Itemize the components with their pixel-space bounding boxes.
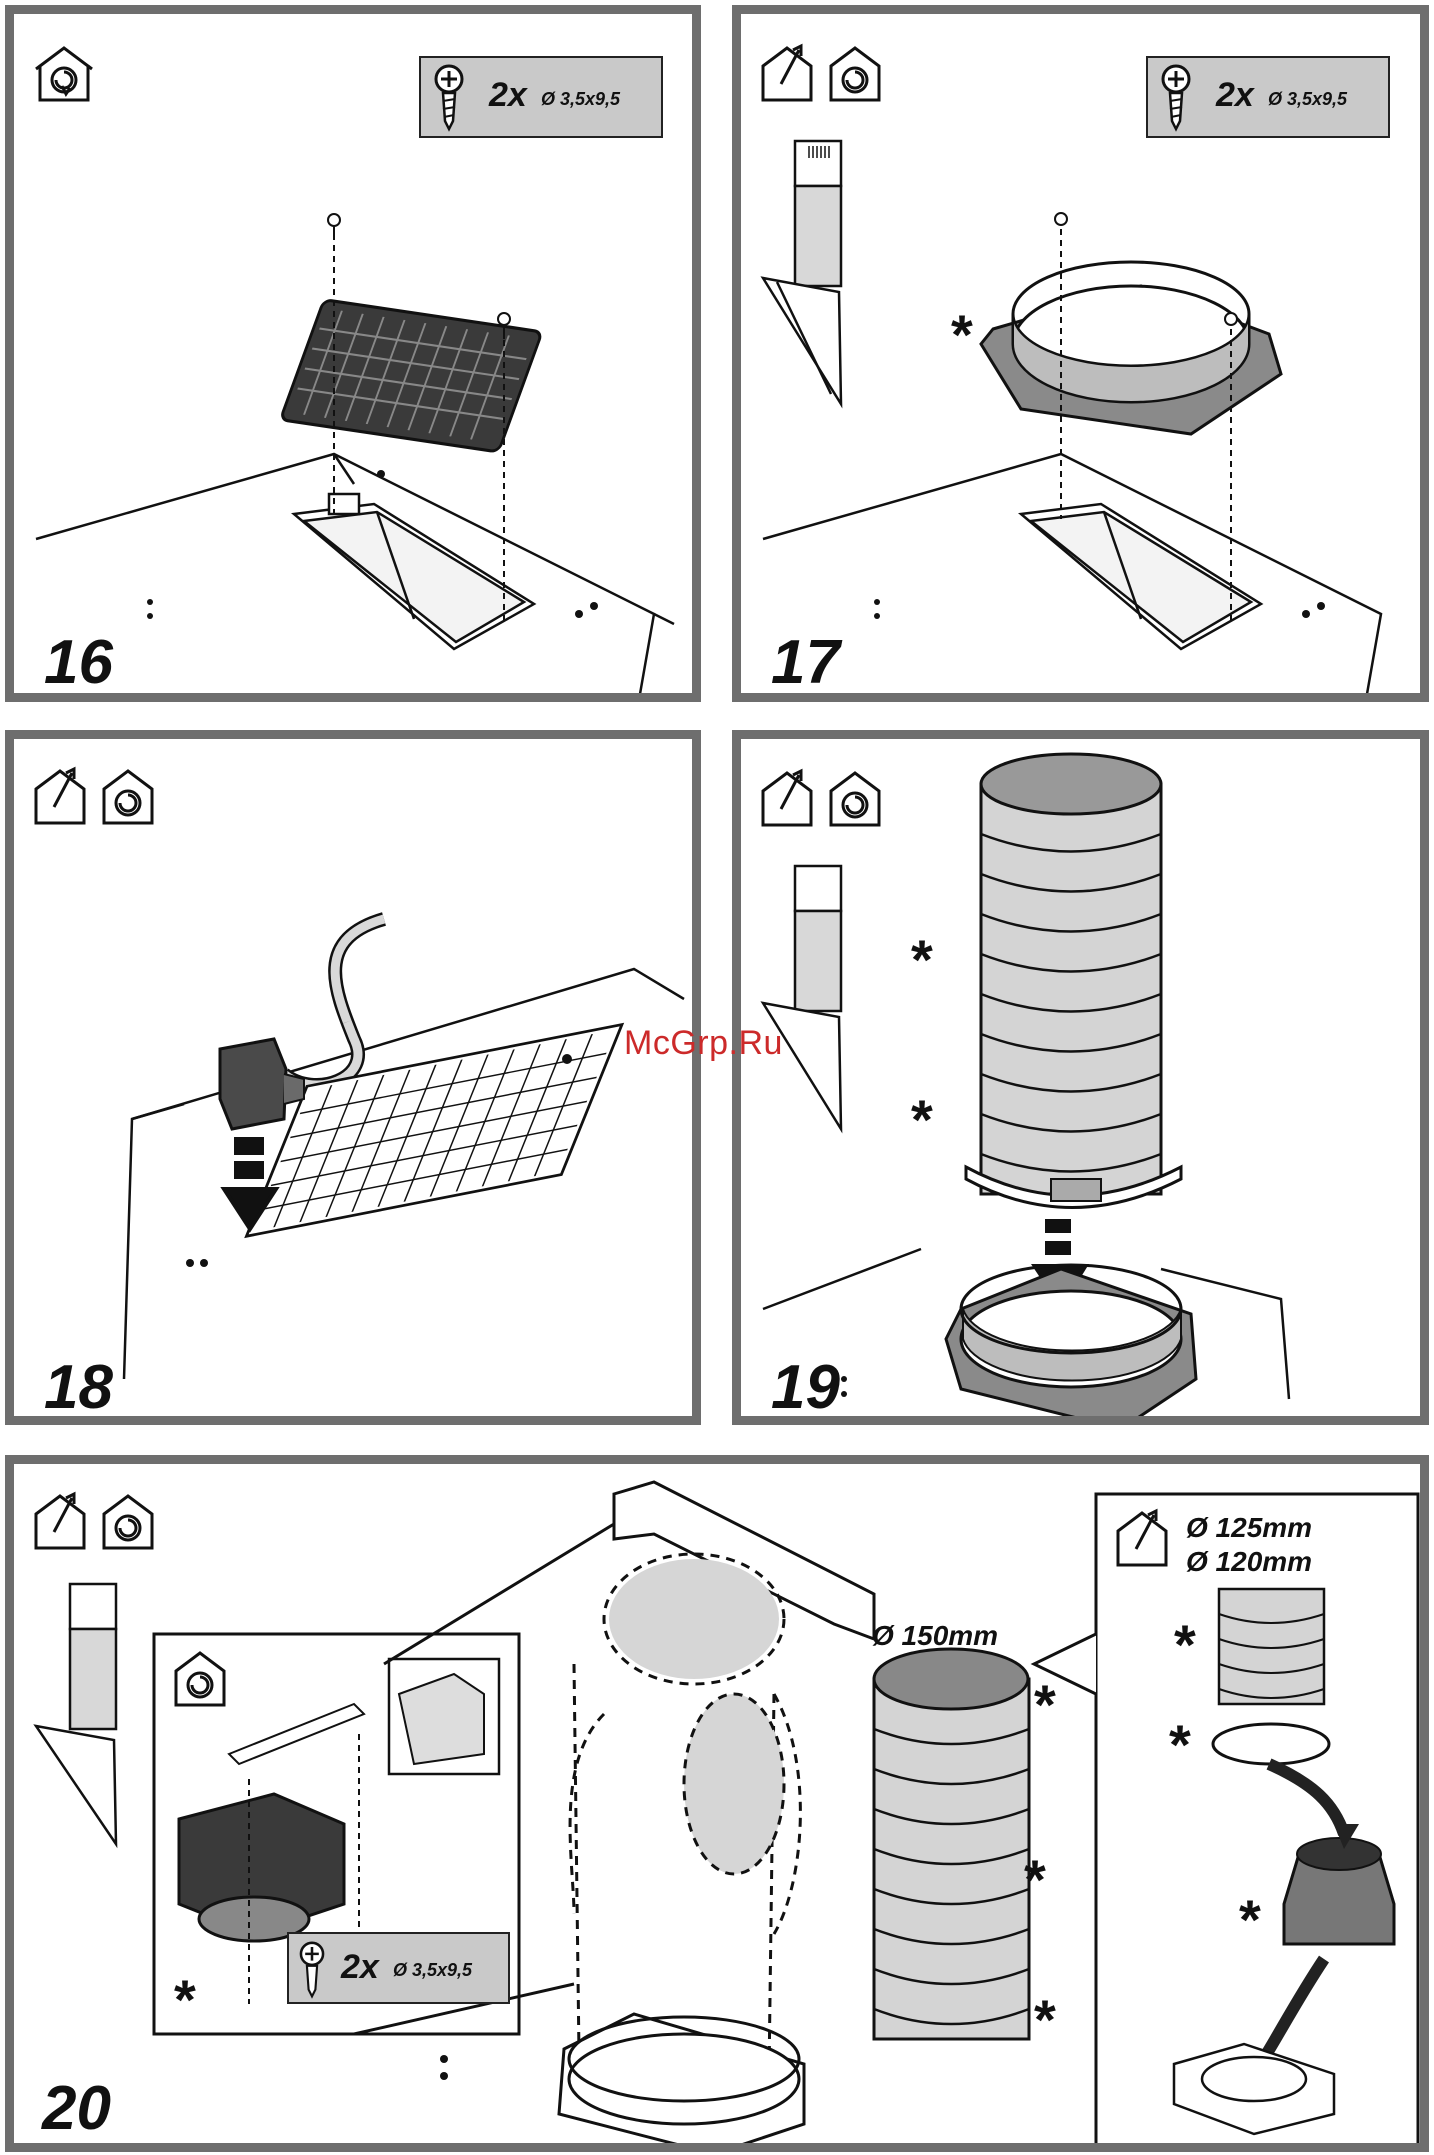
house-recirculation-icon	[831, 773, 879, 825]
watermark-text: McGrp.Ru	[624, 1024, 783, 1063]
step-16-panel: 2x Ø 3,5x9,5 16	[5, 5, 701, 702]
optional-part-asterisk: *	[1169, 1713, 1191, 1776]
electrical-connector	[220, 1039, 304, 1129]
step-number: 17	[771, 632, 840, 694]
duct-flange	[946, 1265, 1196, 1425]
flexible-duct-150	[874, 1649, 1029, 2039]
step-number: 20	[42, 2078, 111, 2140]
optional-part-asterisk: *	[174, 1968, 196, 2031]
duct-diameter-120-label: Ø 120mm	[1186, 1548, 1312, 1576]
house-ducted-icon	[763, 46, 811, 100]
step-number: 18	[44, 1357, 113, 1419]
screw-count: 2x	[1216, 78, 1254, 112]
duct-diameter-125-label: Ø 125mm	[1186, 1514, 1312, 1542]
optional-part-asterisk: *	[1024, 1848, 1046, 1911]
optional-part-asterisk: *	[1174, 1613, 1196, 1676]
duct-flange	[559, 2014, 804, 2152]
screw-size: Ø 3,5x9,5	[541, 90, 620, 108]
optional-part-asterisk: *	[1239, 1888, 1261, 1951]
house-ducted-icon	[763, 771, 811, 825]
duct-diameter-150-label: Ø 150mm	[872, 1622, 998, 1650]
house-recirculation-icon	[104, 1496, 152, 1548]
screw-icon	[1156, 63, 1196, 133]
optional-part-asterisk: *	[951, 303, 973, 366]
optional-part-asterisk: *	[1034, 1673, 1056, 1736]
optional-part-asterisk: *	[1034, 1988, 1056, 2051]
flexible-duct-125	[1219, 1589, 1324, 1704]
step-18-panel: 18	[5, 730, 701, 1425]
house-recirculation-icon	[104, 771, 152, 823]
screw-size: Ø 3,5x9,5	[1268, 90, 1347, 108]
screw-count-badge: 2x Ø 3,5x9,5	[419, 56, 663, 138]
duct-reducer	[1284, 1838, 1394, 1944]
step-17-panel: * 2x Ø 3,5x9,5 17	[732, 5, 1429, 702]
step-19-panel: * * 19	[732, 730, 1429, 1425]
duct-flange	[981, 262, 1281, 434]
screw-size: Ø 3,5x9,5	[393, 1961, 472, 1979]
flexible-duct	[966, 754, 1181, 1208]
screw-count: 2x	[489, 78, 527, 112]
screw-icon	[429, 63, 469, 133]
step-20-panel: *	[5, 1455, 1429, 2152]
optional-part-asterisk: *	[911, 928, 933, 991]
screw-count: 2x	[341, 1950, 379, 1984]
screw-icon	[295, 1938, 329, 2002]
house-ducted-icon	[36, 1494, 84, 1548]
house-ducted-icon	[36, 769, 84, 823]
optional-part-asterisk: *	[911, 1088, 933, 1151]
house-recirculation-icon	[831, 48, 879, 100]
step-number: 19	[771, 1357, 840, 1419]
screw-count-badge: 2x Ø 3,5x9,5	[287, 1932, 510, 2004]
step-number: 16	[44, 632, 113, 694]
screw-count-badge: 2x Ø 3,5x9,5	[1146, 56, 1390, 138]
house-recirculation-icon	[36, 48, 92, 100]
